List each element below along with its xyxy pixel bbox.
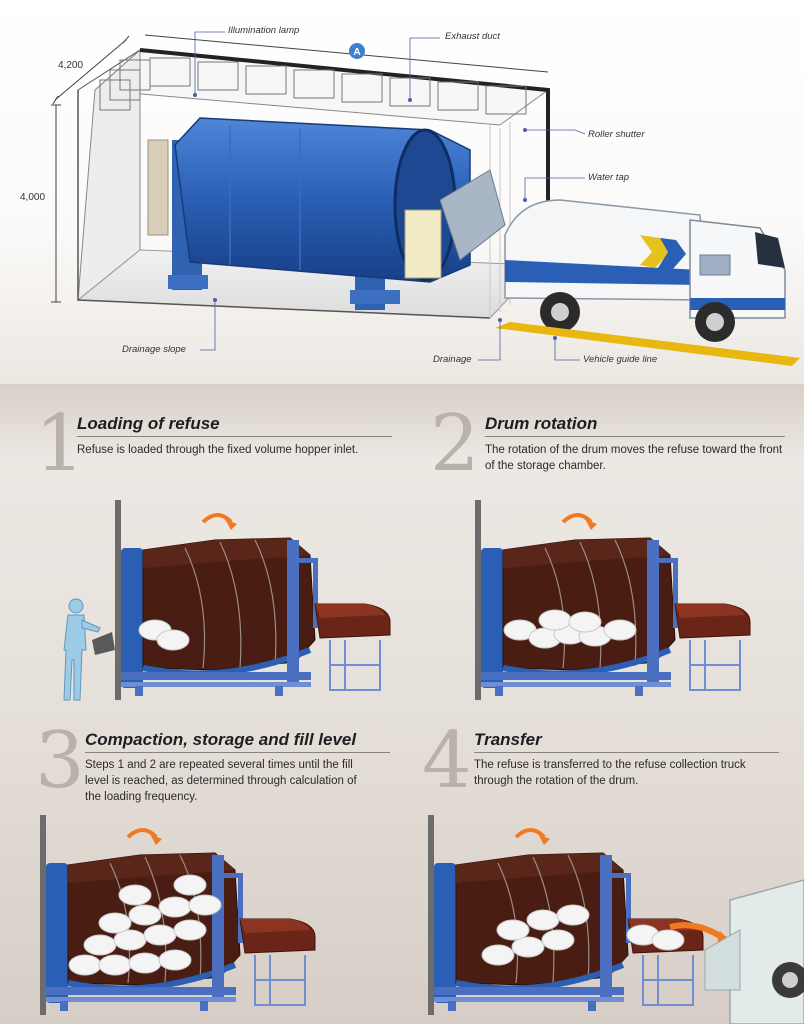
step-1-title: Loading of refuse — [77, 414, 220, 433]
collection-truck — [504, 199, 786, 342]
step-1-rule — [77, 436, 392, 437]
step-1-number: 1 — [35, 399, 85, 489]
step-4-rule — [474, 752, 779, 753]
step-4-number: 4 — [422, 716, 472, 806]
operator-figure — [63, 598, 101, 701]
step-2-number: 2 — [430, 399, 480, 489]
step-2-illustration — [475, 500, 750, 700]
exhaust-duct — [99, 57, 527, 115]
label-drainage: Drainage — [433, 354, 472, 365]
step-3-number: 3 — [35, 716, 85, 806]
section-marker — [349, 43, 365, 59]
label-leaders — [194, 31, 586, 361]
storage-drum — [168, 117, 506, 310]
label-illumination-lamp: Illumination lamp — [228, 25, 300, 36]
step-3-illustration — [40, 815, 315, 1015]
step-3-title: Compaction, storage and fill level — [85, 730, 357, 749]
step-2-description: The rotation of the drum moves the refus… — [485, 444, 783, 472]
step-4-illustration — [428, 815, 734, 1015]
step-1-description: Refuse is loaded through the fixed volum… — [77, 444, 359, 456]
step-3-rule — [85, 752, 390, 753]
receiving-truck — [704, 879, 804, 1024]
label-exhaust-duct: Exhaust duct — [445, 31, 500, 42]
refuse-bag-loading — [92, 632, 115, 655]
dimension-depth: 4,200 — [58, 60, 84, 71]
overview-illustration: A — [51, 31, 800, 366]
label-vehicle-guide-line: Vehicle guide line — [583, 354, 658, 365]
label-roller-shutter: Roller shutter — [588, 129, 645, 140]
step-4-title: Transfer — [474, 730, 542, 749]
step-1-illustration — [115, 500, 390, 700]
step-2-rule — [485, 436, 785, 437]
label-water-tap: Water tap — [588, 172, 630, 183]
dimension-lines — [51, 34, 549, 303]
dimension-height: 4,000 — [20, 192, 46, 203]
step-2-title: Drum rotation — [485, 414, 598, 433]
vehicle-guide-line — [495, 322, 800, 366]
step-4-description: The refuse is transferred to the refuse … — [474, 759, 746, 787]
section-marker-label: A — [353, 47, 360, 58]
step-3-description: Steps 1 and 2 are repeated several times… — [85, 759, 357, 803]
label-drainage-slope: Drainage slope — [122, 344, 186, 355]
